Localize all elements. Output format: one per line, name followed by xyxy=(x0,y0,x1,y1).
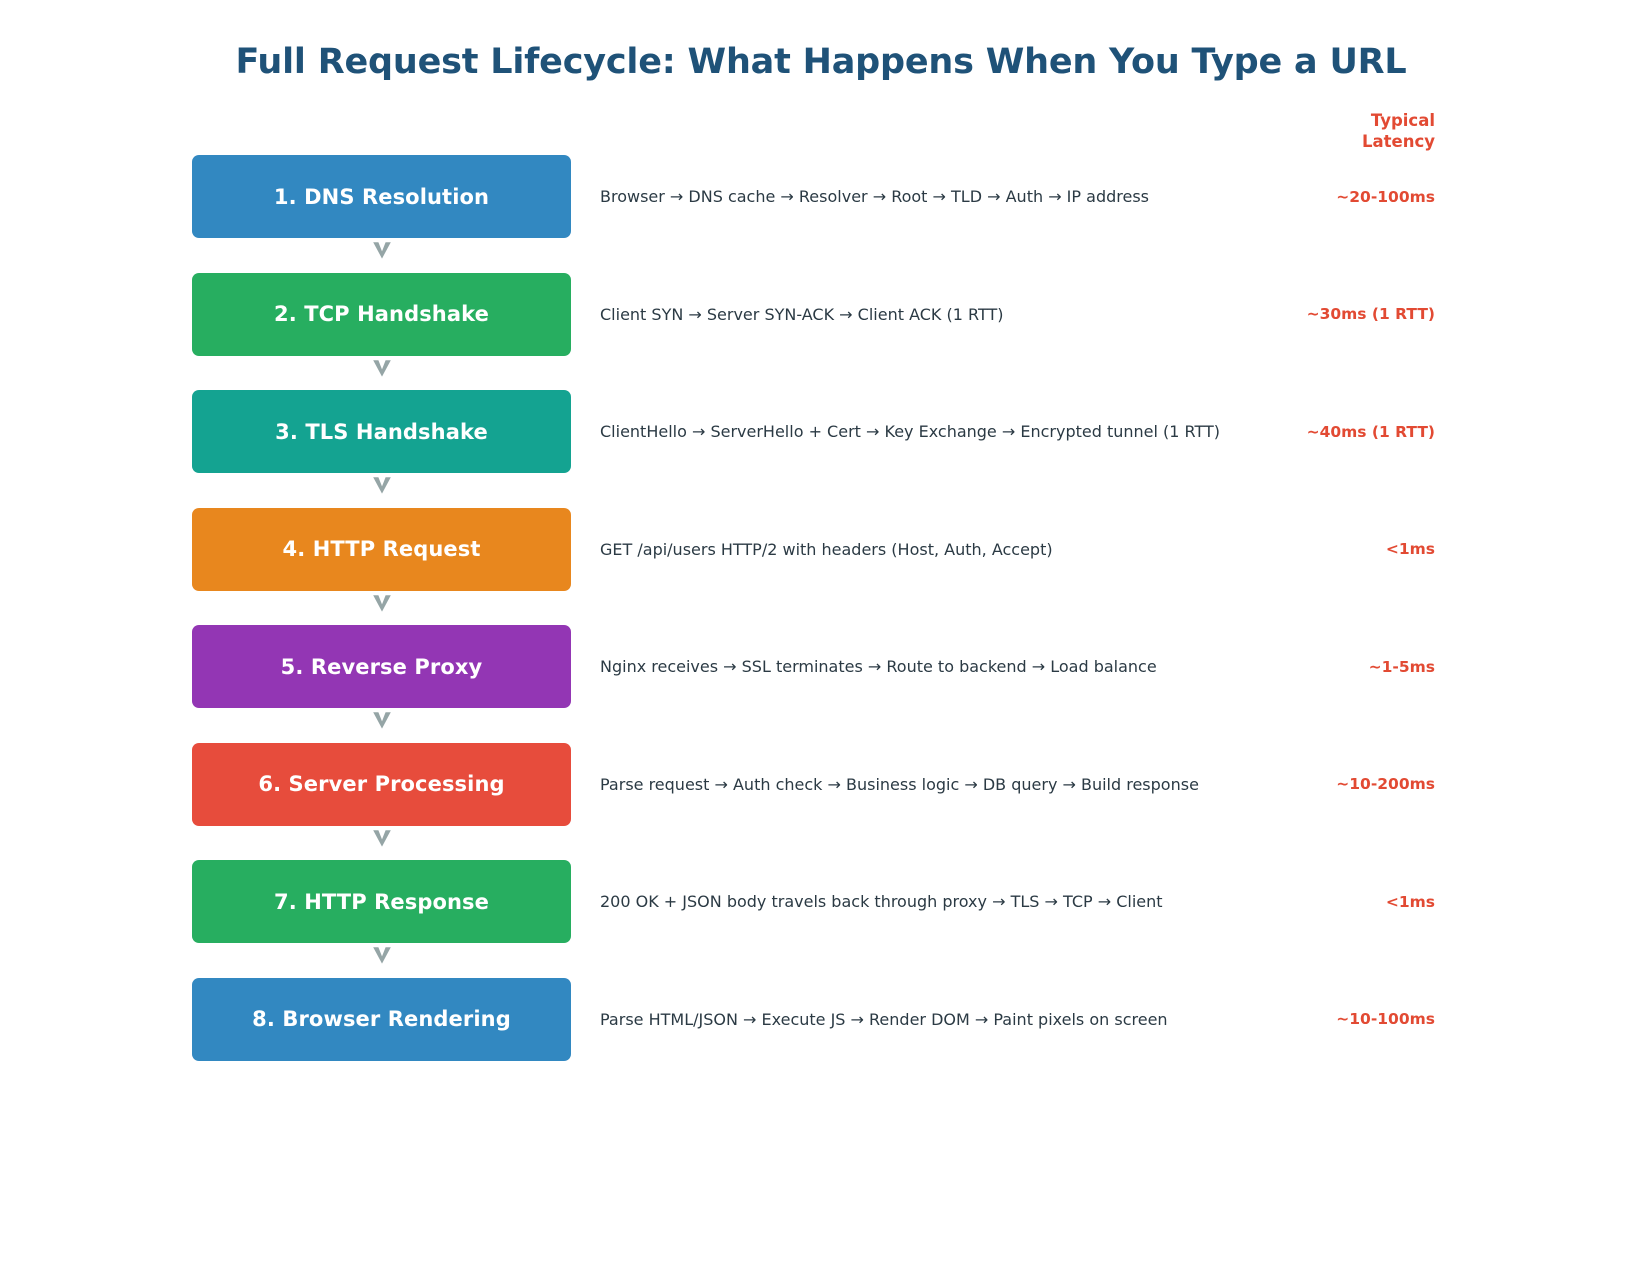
stage-label: 3. TLS Handshake xyxy=(275,419,488,444)
stage-box[interactable]: 8. Browser Rendering xyxy=(192,977,571,1061)
stage-box[interactable]: 7. HTTP Response xyxy=(192,860,571,943)
stage-label: 5. Reverse Proxy xyxy=(280,654,483,679)
stage-label: 1. DNS Resolution xyxy=(273,184,490,209)
lifecycle-stage-row: 4. HTTP Request GET /api/users HTTP/2 wit… xyxy=(0,507,1642,626)
latency-header-line-2: Latency xyxy=(1361,132,1435,152)
flow-connector xyxy=(192,943,571,978)
stage-description: Nginx receives → SSL terminates → Route … xyxy=(600,657,1157,676)
lifecycle-stage-row: 1. DNS Resolution Browser → DNS cache → R… xyxy=(0,155,1642,273)
stage-latency: ~10-100ms xyxy=(1336,1010,1435,1028)
lifecycle-stage-row: 5. Reverse Proxy Nginx receives → SSL ter… xyxy=(0,625,1642,743)
stage-label: 7. HTTP Response xyxy=(274,889,489,914)
stage-box[interactable]: 5. Reverse Proxy xyxy=(192,625,571,708)
latency-header-line-1: Typical xyxy=(1370,111,1435,130)
stage-latency: ~10-200ms xyxy=(1336,775,1435,793)
stage-description: 200 OK + JSON body travels back through … xyxy=(600,892,1163,911)
flow-connector xyxy=(192,473,571,508)
lifecycle-stage-row: 8. Browser Rendering Parse HTML/JSON → Ex… xyxy=(0,977,1642,1096)
arrow-down-icon xyxy=(372,712,391,729)
stage-latency: ~30ms (1 RTT) xyxy=(1306,305,1435,323)
arrow-down-icon xyxy=(372,477,391,494)
stage-latency: <1ms xyxy=(1385,540,1435,558)
lifecycle-flow: 1. DNS Resolution Browser → DNS cache → R… xyxy=(0,155,1642,1095)
stage-latency: ~1-5ms xyxy=(1368,657,1435,676)
flow-connector xyxy=(192,591,571,626)
lifecycle-stage-row: 7. HTTP Response 200 OK + JSON body trave… xyxy=(0,860,1642,978)
stage-label: 4. HTTP Request xyxy=(282,537,481,561)
stage-latency: ~40ms (1 RTT) xyxy=(1306,422,1435,441)
stage-box[interactable]: 4. HTTP Request xyxy=(192,507,571,591)
arrow-down-icon xyxy=(372,359,391,377)
arrow-down-icon xyxy=(372,947,391,964)
stage-box[interactable]: 2. TCP Handshake xyxy=(192,272,571,356)
arrow-down-icon xyxy=(372,594,391,612)
flow-connector xyxy=(192,826,571,861)
stage-latency: <1ms xyxy=(1385,892,1435,911)
lifecycle-stage-row: 6. Server Processing Parse request → Auth… xyxy=(0,742,1642,861)
flow-connector xyxy=(192,238,571,273)
arrow-down-icon xyxy=(372,829,391,847)
stage-box[interactable]: 6. Server Processing xyxy=(192,742,571,826)
stage-label: 2. TCP Handshake xyxy=(274,302,489,326)
lifecycle-stage-row: 2. TCP Handshake Client SYN → Server SYN-… xyxy=(0,272,1642,391)
stage-label: 6. Server Processing xyxy=(258,772,505,796)
latency-column-header: Typical Latency xyxy=(1180,110,1435,152)
stage-box[interactable]: 1. DNS Resolution xyxy=(192,155,571,238)
stage-box[interactable]: 3. TLS Handshake xyxy=(192,390,571,473)
flow-connector xyxy=(192,356,571,391)
stage-latency: ~20-100ms xyxy=(1336,187,1435,206)
stage-description: Parse HTML/JSON → Execute JS → Render DO… xyxy=(600,1009,1168,1029)
stage-label: 8. Browser Rendering xyxy=(252,1007,511,1031)
stage-description: GET /api/users HTTP/2 with headers (Host… xyxy=(600,539,1053,559)
stage-description: Browser → DNS cache → Resolver → Root → … xyxy=(600,187,1149,206)
lifecycle-stage-row: 3. TLS Handshake ClientHello → ServerHell… xyxy=(0,390,1642,508)
stage-description: ClientHello → ServerHello + Cert → Key E… xyxy=(600,422,1220,441)
stage-description: Parse request → Auth check → Business lo… xyxy=(600,774,1199,794)
stage-description: Client SYN → Server SYN-ACK → Client ACK… xyxy=(600,304,1004,324)
arrow-down-icon xyxy=(372,242,391,259)
page-title: Full Request Lifecycle: What Happens Whe… xyxy=(235,42,1407,82)
flow-connector xyxy=(192,708,571,743)
